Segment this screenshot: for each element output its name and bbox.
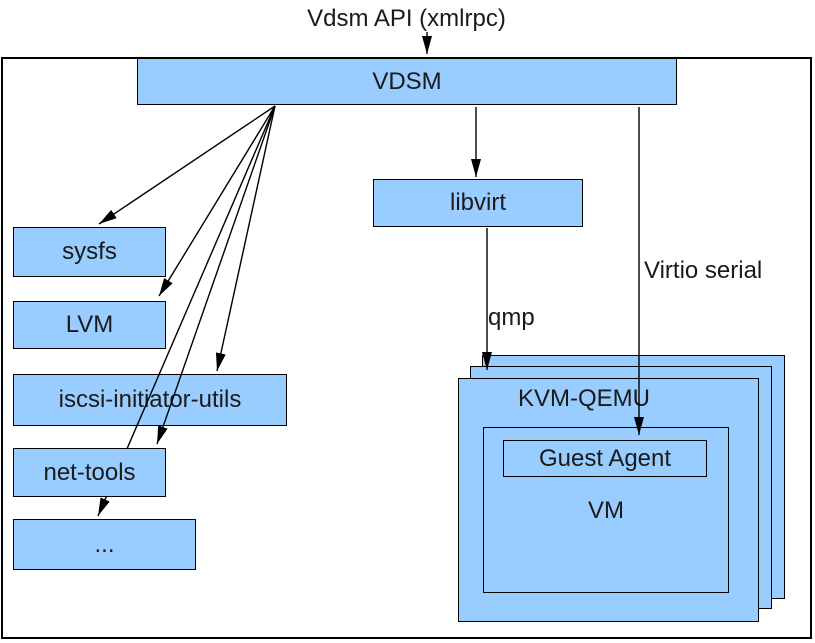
iscsi-initiator-utils-box: iscsi-initiator-utils bbox=[13, 374, 287, 426]
libvirt-box: libvirt bbox=[373, 179, 583, 227]
lvm-label: LVM bbox=[65, 311, 114, 338]
ellipsis-label: ... bbox=[94, 530, 115, 558]
diagram-title: Vdsm API (xmlrpc) bbox=[307, 5, 506, 32]
qmp-edge-label: qmp bbox=[488, 304, 535, 331]
guest-agent-box: Guest Agent bbox=[503, 440, 707, 477]
sysfs-box: sysfs bbox=[13, 227, 166, 277]
sysfs-label: sysfs bbox=[62, 238, 117, 265]
vdsm-box: VDSM bbox=[137, 58, 677, 105]
vm-label: VM bbox=[588, 497, 624, 524]
ellipsis-box: ... bbox=[13, 519, 196, 570]
virtio-serial-edge-label: Virtio serial bbox=[644, 257, 763, 284]
guest-agent-label: Guest Agent bbox=[538, 444, 672, 472]
iscsi-initiator-utils-label: iscsi-initiator-utils bbox=[58, 386, 242, 413]
net-tools-box: net-tools bbox=[13, 448, 166, 497]
kvm-qemu-label: KVM-QEMU bbox=[518, 385, 650, 412]
libvirt-label: libvirt bbox=[449, 189, 506, 216]
vdsm-label: VDSM bbox=[372, 67, 442, 95]
net-tools-label: net-tools bbox=[43, 458, 136, 486]
lvm-box: LVM bbox=[13, 301, 166, 349]
